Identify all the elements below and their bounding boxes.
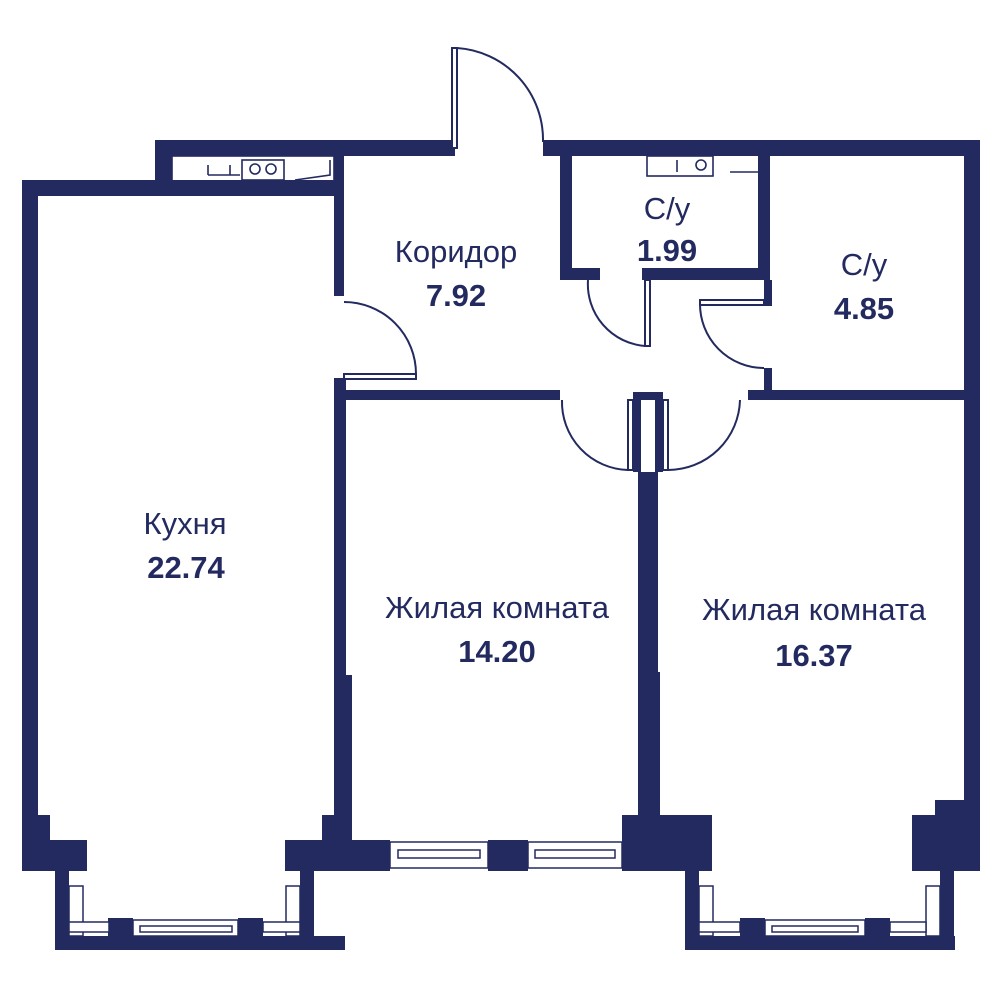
bath-large-area: 4.85 [834,291,894,326]
windows [68,841,941,937]
living-2-name: Жилая комната [702,592,927,627]
kitchen-name: Кухня [144,506,227,541]
kitchen-area: 22.74 [147,550,225,585]
living-2-door [662,399,741,471]
entrance-door [443,47,557,156]
bath-small-door [586,279,651,347]
living-2-area: 16.37 [775,638,853,673]
bath-large-door [698,299,765,369]
living-1-area: 14.20 [458,634,536,669]
interior-walls [334,156,980,842]
bath-large-name: С/у [841,247,888,282]
bath-small-area: 1.99 [637,233,697,268]
bath-small-name: С/у [644,191,691,226]
kitchen-door [343,301,417,380]
living-1-name: Жилая комната [385,590,610,625]
bath-fixtures [646,155,761,177]
corridor-area: 7.92 [426,278,486,313]
kitchen-counter [171,155,335,183]
room-labels: Кухня 22.74 Коридор 7.92 С/у 1.99 С/у 4.… [144,191,927,673]
corridor-name: Коридор [395,234,517,269]
living-1-door [560,399,634,471]
